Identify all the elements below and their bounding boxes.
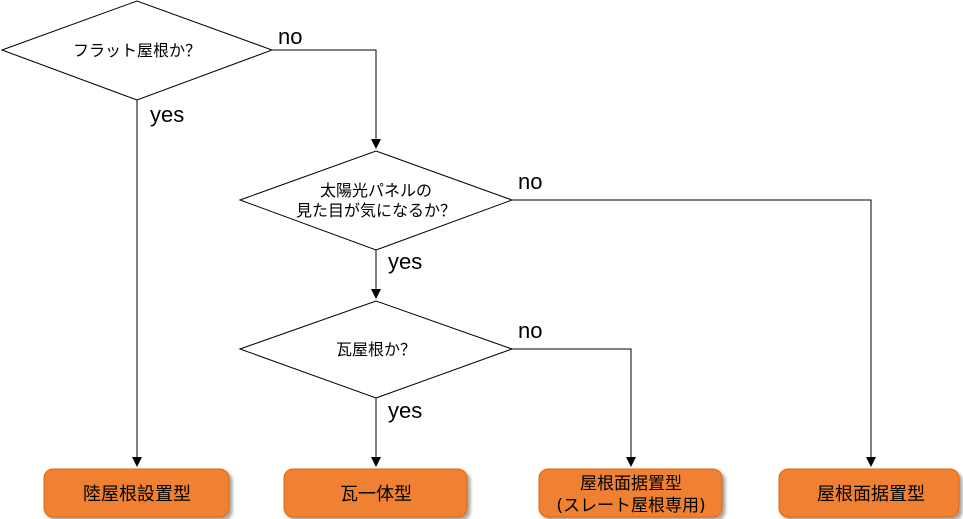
result-slate-mount-text-line1: 屋根面据置型 bbox=[580, 474, 682, 494]
decision-solar-look-text-line1: 太陽光パネルの bbox=[320, 181, 432, 200]
label-tile-yes: yes bbox=[388, 398, 422, 423]
connector-tile-no bbox=[512, 348, 636, 467]
result-ground-install bbox=[43, 468, 230, 518]
result-box bbox=[778, 468, 960, 518]
decision-tile-roof: 瓦屋根か？ bbox=[238, 300, 514, 399]
result-tile-integrated bbox=[283, 468, 468, 518]
result-slate-mount-text-line2: (スレート屋根専用) bbox=[556, 496, 705, 516]
result-box bbox=[43, 468, 230, 518]
result-box bbox=[283, 468, 468, 518]
connectors bbox=[132, 49, 876, 467]
label-tile-no: no bbox=[518, 318, 542, 343]
result-roof-mount bbox=[778, 468, 960, 518]
diamond-shape bbox=[238, 300, 514, 399]
connector-solar-no bbox=[512, 199, 876, 467]
result-tile-integrated-text: 瓦一体型 bbox=[340, 484, 412, 505]
result-roof-mount-text: 屋根面据置型 bbox=[817, 484, 925, 505]
label-solar-yes: yes bbox=[388, 249, 422, 274]
diamond-shape bbox=[0, 0, 274, 101]
label-solar-no: no bbox=[518, 169, 542, 194]
label-flat-no: no bbox=[278, 24, 302, 49]
decision-solar-look: 太陽光パネルの 見た目が気になるか？ bbox=[238, 150, 514, 251]
decision-flat-roof-text: フラット屋根か？ bbox=[73, 41, 201, 60]
branch-labels: no yes no yes no yes bbox=[150, 24, 542, 423]
diamond-shape bbox=[238, 150, 514, 251]
decision-solar-look-text-line2: 見た目が気になるか？ bbox=[296, 201, 456, 220]
result-ground-install-text: 陸屋根設置型 bbox=[83, 484, 191, 505]
result-box bbox=[538, 468, 723, 518]
connector-flat-no bbox=[272, 49, 381, 149]
result-slate-mount bbox=[538, 468, 723, 518]
decision-flat-roof: フラット屋根か？ bbox=[0, 0, 274, 101]
decision-tile-roof-text: 瓦屋根か？ bbox=[336, 340, 416, 359]
label-flat-yes: yes bbox=[150, 102, 184, 127]
